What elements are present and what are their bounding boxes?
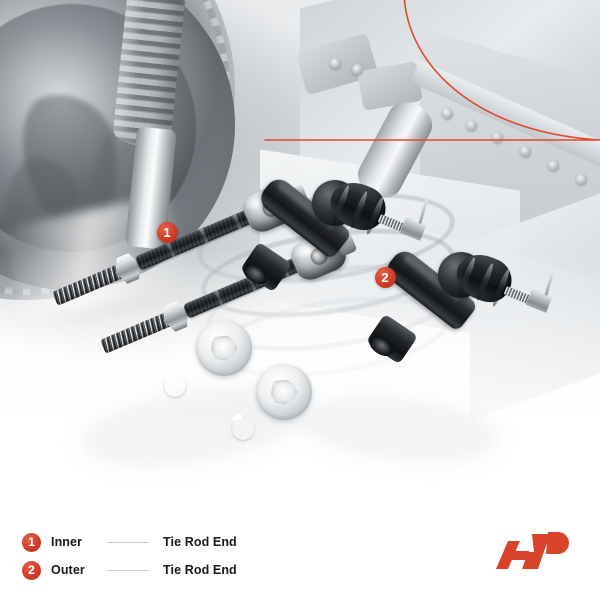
snap-ring-2 bbox=[232, 413, 254, 440]
bolt-icon bbox=[520, 146, 531, 157]
lock-washer-2 bbox=[256, 364, 312, 420]
cotter-pin bbox=[544, 270, 555, 296]
lock-washer-1 bbox=[196, 320, 252, 376]
outer-tie-rod-end-1 bbox=[239, 172, 446, 322]
bolt-icon bbox=[548, 160, 559, 171]
rod-thread-section bbox=[100, 311, 174, 354]
legend-row-inner: 1 Inner Tie Rod End bbox=[22, 528, 237, 556]
background-floor bbox=[0, 440, 600, 600]
callout-badge-1-number: 1 bbox=[163, 224, 171, 240]
legend-badge-1: 1 bbox=[22, 532, 41, 552]
castle-nut bbox=[524, 285, 554, 317]
callout-badge-2-number: 2 bbox=[381, 269, 389, 285]
legend-term-inner: Inner bbox=[51, 535, 83, 549]
legend-badge-1-number: 1 bbox=[28, 535, 35, 549]
tapered-sleeve bbox=[365, 313, 419, 365]
legend-term-outer: Outer bbox=[51, 563, 85, 577]
callout-badge-1: 1 bbox=[156, 221, 178, 243]
legend-badge-2: 2 bbox=[22, 560, 41, 580]
legend-row-outer: 2 Outer Tie Rod End bbox=[22, 556, 237, 584]
legend-separator-dash bbox=[107, 541, 149, 543]
a-premium-logo bbox=[496, 532, 569, 569]
tapered-sleeve bbox=[239, 241, 293, 293]
legend-description-inner: Tie Rod End bbox=[163, 535, 237, 549]
legend-badge-2-number: 2 bbox=[28, 563, 35, 577]
snap-ring-1 bbox=[164, 370, 186, 397]
cotter-pin bbox=[418, 198, 429, 224]
rod-shaft bbox=[134, 207, 257, 271]
outer-tie-rod-end-2 bbox=[365, 244, 572, 394]
legend-separator-dash bbox=[107, 569, 149, 571]
legend: 1 Inner Tie Rod End 2 Outer Tie Rod End bbox=[22, 528, 237, 584]
rod-thread-section bbox=[52, 263, 126, 306]
castle-nut bbox=[398, 213, 428, 245]
bolt-icon bbox=[576, 174, 587, 185]
legend-description-outer: Tie Rod End bbox=[163, 563, 237, 577]
callout-badge-2: 2 bbox=[374, 266, 396, 288]
